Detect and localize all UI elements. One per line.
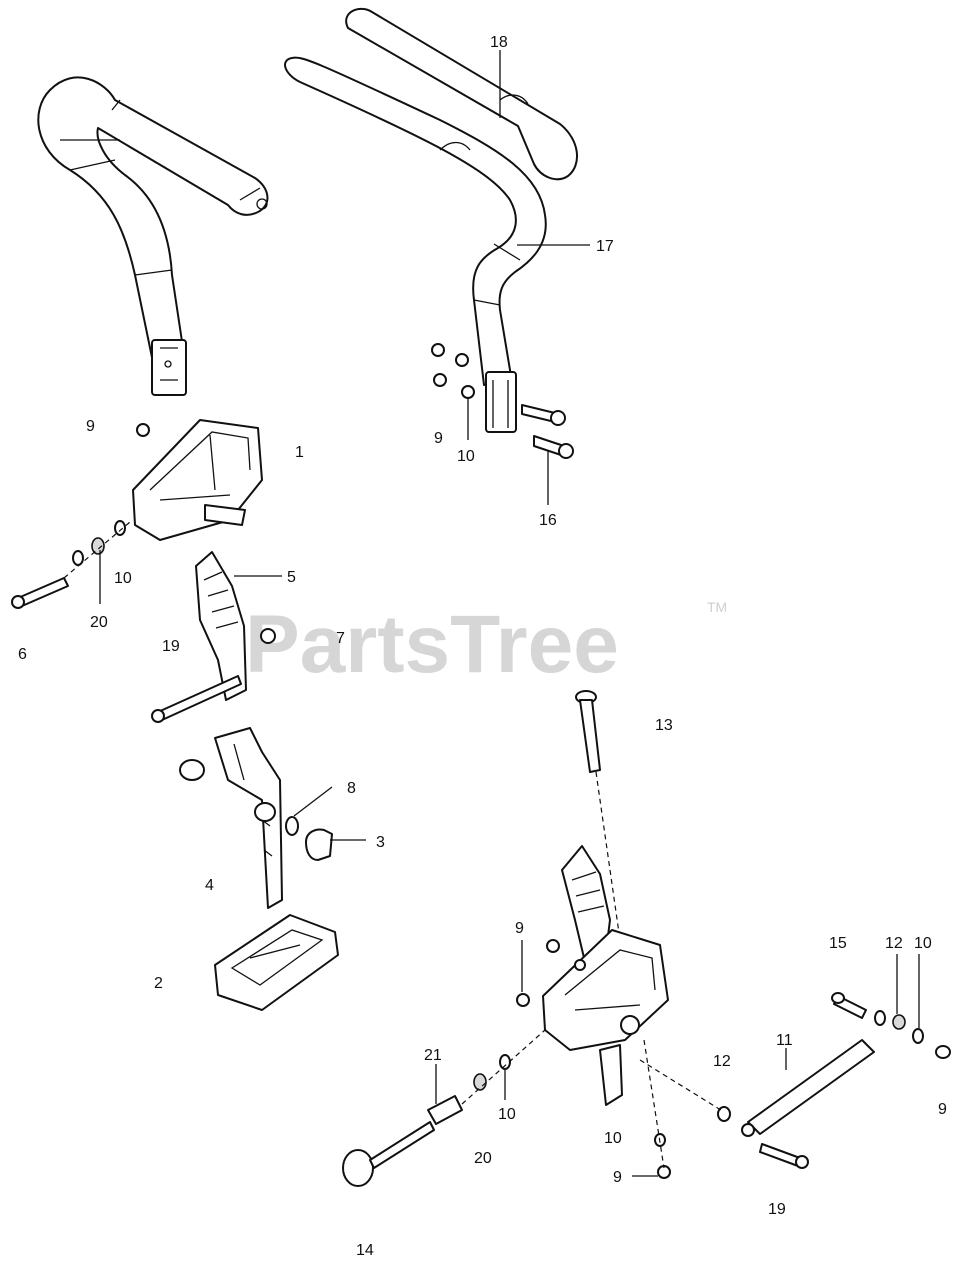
handle-bar-17 [284, 56, 547, 433]
callout-14: 14 [356, 1242, 374, 1259]
callout-18: 18 [490, 34, 508, 51]
callout-19: 19 [768, 1201, 786, 1218]
mount-bracket-1 [132, 419, 263, 541]
callout-2: 2 [154, 975, 163, 992]
callout-10: 10 [914, 935, 932, 952]
rod-13 [575, 690, 621, 941]
callout-10: 10 [457, 448, 475, 465]
callout-21: 21 [424, 1047, 442, 1064]
callout-20: 20 [90, 614, 108, 631]
callout-10: 10 [604, 1130, 622, 1147]
callout-8: 8 [347, 780, 356, 797]
callout-9: 9 [515, 920, 524, 937]
callout-15: 15 [829, 935, 847, 952]
callout-17: 17 [596, 238, 614, 255]
watermark-trademark: TM [707, 599, 727, 615]
callout-12: 12 [885, 935, 903, 952]
callout-12: 12 [713, 1053, 731, 1070]
knob-assembly-14 [342, 1029, 546, 1187]
bolt-6-assembly [11, 520, 131, 609]
callout-11: 11 [776, 1032, 793, 1049]
nuts-group-lower [516, 993, 671, 1179]
nuts-group-upper [431, 343, 475, 399]
callout-1: 1 [295, 444, 304, 461]
callout-9: 9 [434, 430, 443, 447]
callouts: 18 17 9 1 9 10 16 10 5 20 6 19 7 13 8 3 … [18, 34, 947, 1259]
callout-9: 9 [613, 1169, 622, 1186]
callout-10: 10 [114, 570, 132, 587]
base-plate-2 [214, 914, 339, 1011]
callout-20: 20 [474, 1150, 492, 1167]
lever-5 [151, 551, 276, 723]
callout-19: 19 [162, 638, 180, 655]
handle-bar-left [37, 76, 269, 396]
watermark-text: PartsTree [245, 599, 619, 690]
callout-4: 4 [205, 877, 214, 894]
callout-7: 7 [336, 630, 345, 647]
leader-lines [99, 50, 920, 1177]
handle-tube-18 [345, 7, 579, 181]
callout-10: 10 [498, 1106, 516, 1123]
callout-9: 9 [938, 1101, 947, 1118]
callout-9: 9 [86, 418, 95, 435]
callout-5: 5 [287, 569, 296, 586]
callout-6: 6 [18, 646, 27, 663]
bolts-16 [521, 404, 574, 459]
callout-13: 13 [655, 717, 673, 734]
callout-16: 16 [539, 512, 557, 529]
lever-assembly-lower [542, 845, 669, 1106]
callout-3: 3 [376, 834, 385, 851]
cylinder-11 [639, 992, 951, 1169]
lever-arm-4 [179, 727, 333, 909]
